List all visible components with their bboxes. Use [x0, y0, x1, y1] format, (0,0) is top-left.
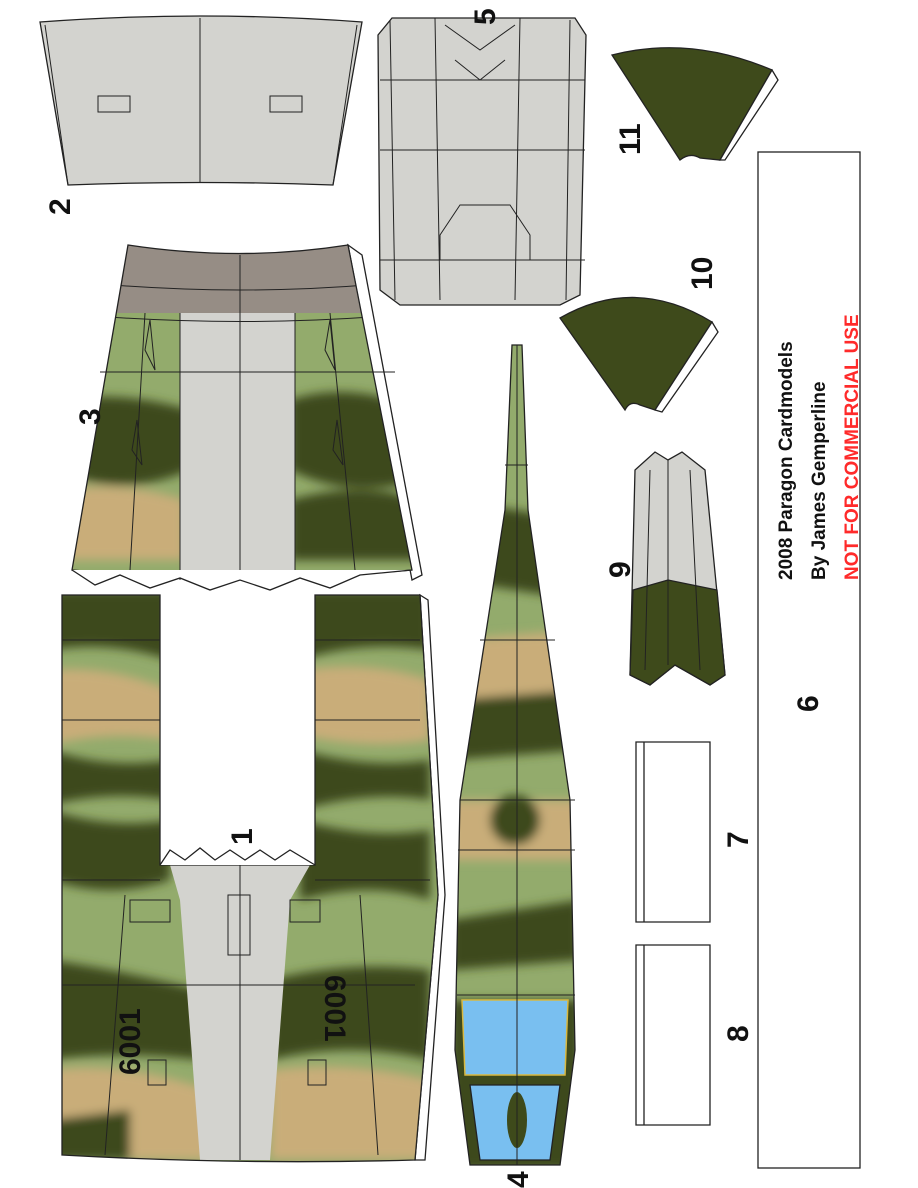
part-number-11: 11 — [614, 123, 647, 155]
credit-line-1: 2008 Paragon Cardmodels — [776, 341, 797, 580]
part-5-panel: 5 — [377, 8, 587, 306]
part-number-10: 10 — [686, 257, 719, 290]
part-number-4: 4 — [502, 1171, 535, 1188]
part-4-fuselage: 4 — [454, 344, 576, 1188]
part-number-9: 9 — [604, 561, 637, 578]
part-2-wing-panel: 2 — [39, 15, 363, 215]
part-6-strip: 6 — [757, 151, 861, 1169]
part-number-1: 1 — [226, 828, 259, 845]
part-number-3: 3 — [74, 408, 107, 425]
part-10-wedge: 10 — [559, 257, 719, 413]
part-8-rectangle: 8 — [635, 944, 755, 1126]
part-number-5: 5 — [469, 8, 502, 25]
part-11-wedge: 11 — [610, 47, 779, 161]
serial-marking-right: 6001 — [318, 975, 351, 1042]
credit-line-3-warning: NOT FOR COMMERCIAL USE — [842, 314, 863, 580]
part-7-rectangle: 7 — [635, 741, 755, 923]
part-9-panel: 9 — [604, 451, 726, 686]
part-number-7: 7 — [722, 831, 755, 848]
credits-block: 2008 Paragon Cardmodels By James Gemperl… — [776, 314, 863, 580]
part-3-fuselage-section: 3 — [71, 243, 423, 591]
part-number-8: 8 — [722, 1025, 755, 1042]
serial-marking-left: 6001 — [114, 1008, 147, 1075]
part-1-wing-fuselage: 6001 6001 1 — [61, 593, 446, 1163]
credit-line-2: By James Gemperline — [809, 381, 830, 580]
part-number-2: 2 — [44, 198, 77, 215]
part-number-6: 6 — [792, 695, 825, 712]
